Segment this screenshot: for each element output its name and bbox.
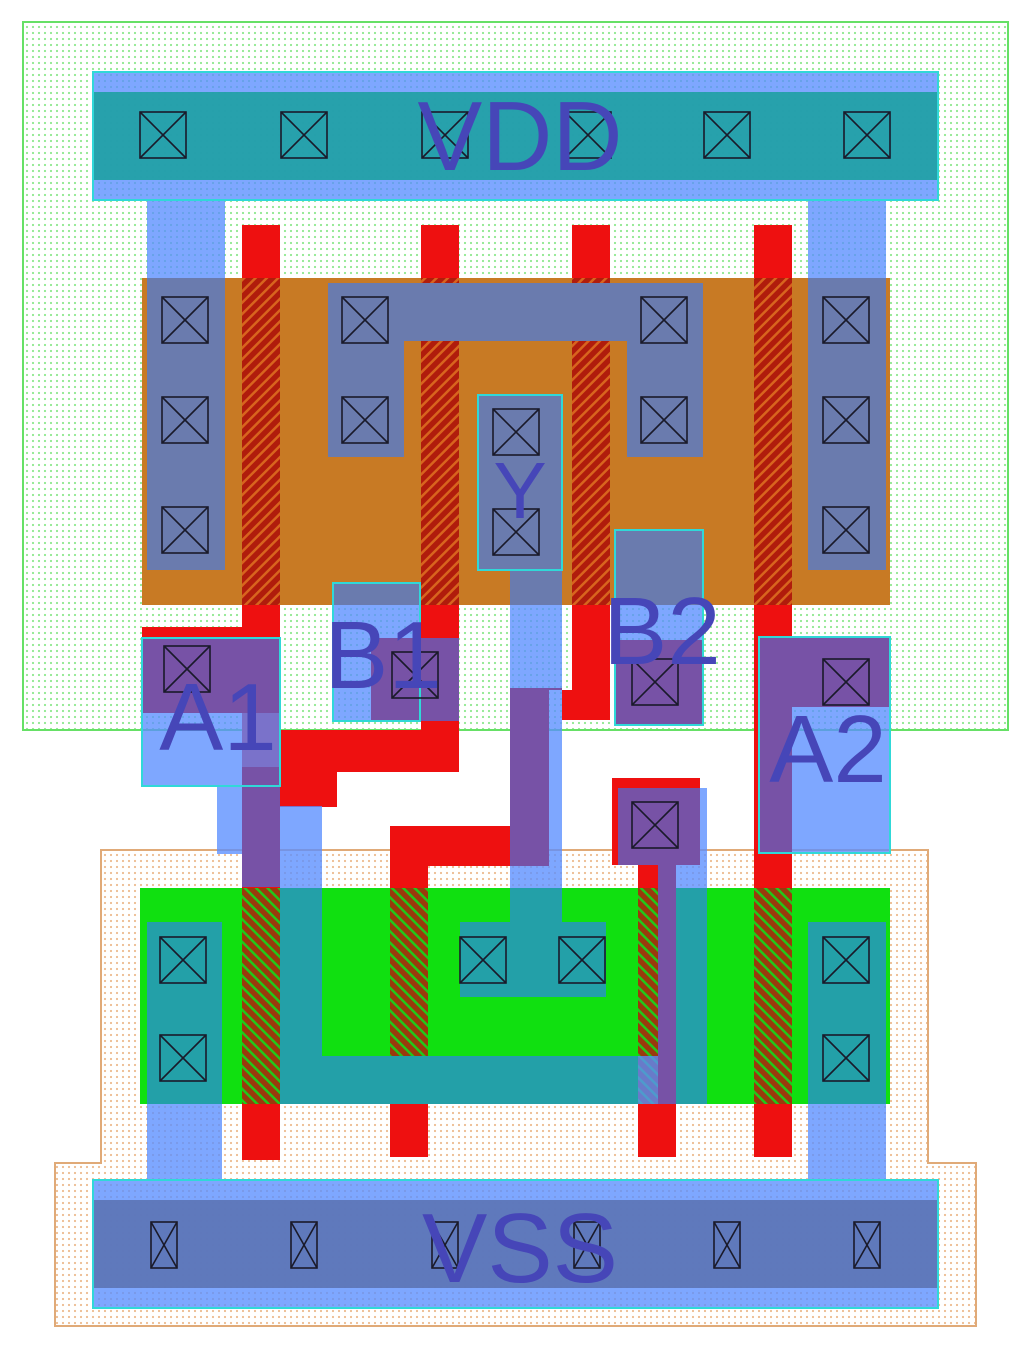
pin-a1-outline[interactable] xyxy=(141,637,281,787)
contact-vdd-rail-icon xyxy=(564,111,612,159)
contact-pmos-icon xyxy=(161,296,209,344)
label-b1: B1 xyxy=(324,602,441,709)
contact-vdd-rail-icon xyxy=(280,111,328,159)
contact-vss-rail-icon xyxy=(713,1221,741,1269)
contact-pmos-icon xyxy=(161,396,209,444)
contact-nmos-icon xyxy=(159,1034,207,1082)
pin-y-outline[interactable] xyxy=(477,394,563,571)
contact-poly-contacts-icon xyxy=(631,801,679,849)
contact-vdd-rail-icon xyxy=(703,111,751,159)
pin-outlines xyxy=(92,71,939,1309)
label-vdd: VDD xyxy=(418,81,623,191)
label-a2: A2 xyxy=(769,696,886,803)
contact-poly-contacts-icon xyxy=(163,645,211,693)
pin-vdd-outline[interactable] xyxy=(92,71,939,201)
contact-vdd-rail-icon xyxy=(843,111,891,159)
contacts xyxy=(139,111,891,1269)
contact-poly-contacts-icon xyxy=(822,658,870,706)
label-vss: VSS xyxy=(422,1193,618,1303)
contact-pmos-icon xyxy=(341,396,389,444)
contact-pmos-icon xyxy=(492,408,540,456)
label-b2: B2 xyxy=(603,578,720,685)
diff-metal-overlap xyxy=(93,92,938,1288)
contact-pmos-icon xyxy=(492,508,540,556)
pin-vss-outline[interactable] xyxy=(92,1179,939,1309)
contact-pmos-icon xyxy=(822,506,870,554)
contact-pmos-icon xyxy=(822,296,870,344)
contact-pmos-icon xyxy=(822,396,870,444)
contact-vss-rail-icon xyxy=(431,1221,459,1269)
contact-nmos-icon xyxy=(822,936,870,984)
contact-nmos-icon xyxy=(459,936,507,984)
contact-pmos-icon xyxy=(341,296,389,344)
contact-poly-contacts-icon xyxy=(631,658,679,706)
contact-pmos-icon xyxy=(640,296,688,344)
contact-vss-rail-icon xyxy=(150,1221,178,1269)
contact-nmos-icon xyxy=(822,1034,870,1082)
pin-a2-outline[interactable] xyxy=(758,636,891,854)
pin-b2-outline[interactable] xyxy=(614,529,704,726)
contact-poly-contacts-icon xyxy=(391,651,439,699)
contact-vss-rail-icon xyxy=(853,1221,881,1269)
contact-pmos-icon xyxy=(161,506,209,554)
contact-pmos-icon xyxy=(640,396,688,444)
contact-vss-rail-icon xyxy=(290,1221,318,1269)
contact-vss-rail-icon xyxy=(573,1221,601,1269)
contact-nmos-icon xyxy=(558,936,606,984)
label-y: Y xyxy=(493,446,546,535)
contact-vdd-rail-icon xyxy=(421,111,469,159)
contact-nmos-icon xyxy=(159,936,207,984)
label-a1: A1 xyxy=(159,664,276,771)
contact-vdd-rail-icon xyxy=(139,111,187,159)
